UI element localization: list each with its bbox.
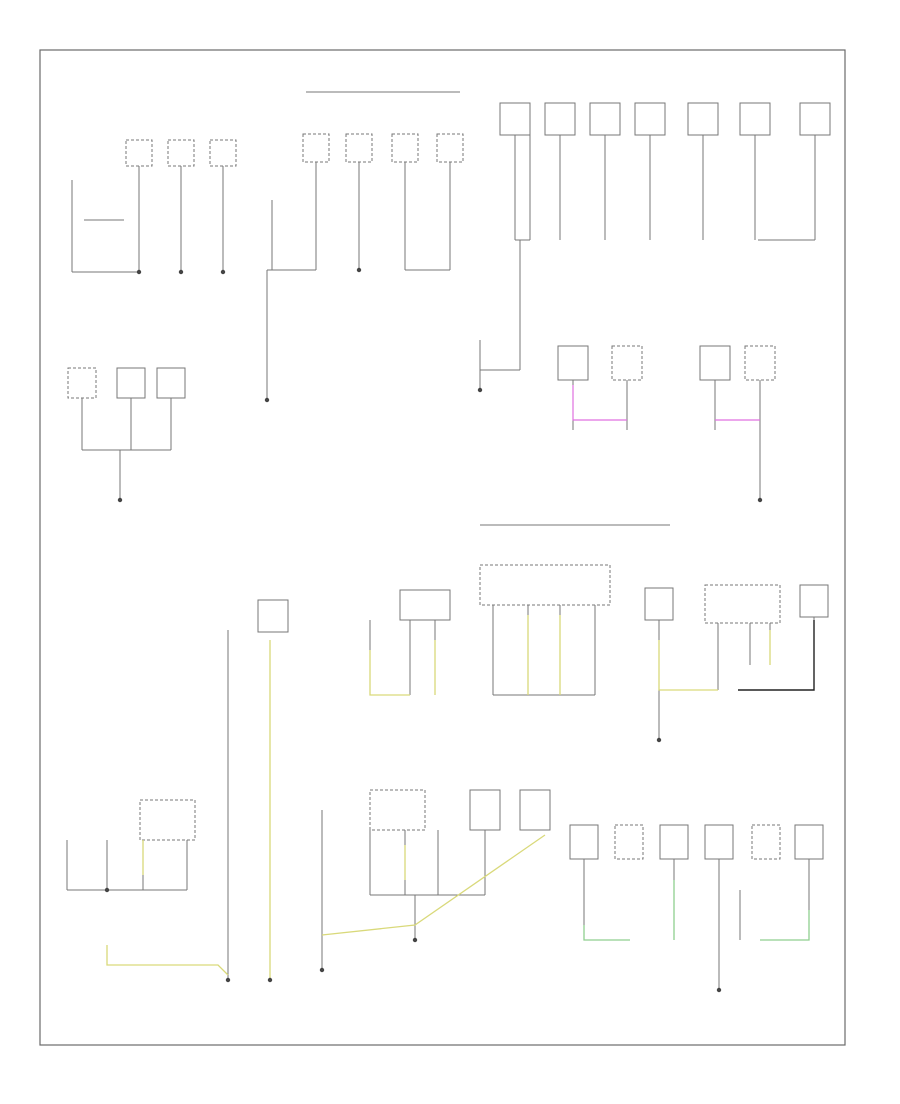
yellow-wire: [658, 640, 718, 691]
component-box: [659, 824, 689, 860]
green-wire-group: [583, 880, 810, 941]
component-box: [589, 102, 621, 136]
component-box: [399, 589, 451, 621]
ground-point: [477, 387, 483, 393]
connector-box: [479, 564, 611, 606]
component-box: [687, 102, 719, 136]
ground-point: [178, 269, 184, 275]
component-box: [799, 584, 829, 618]
yellow-wire-group-bottom-center: [321, 834, 546, 936]
dark-wire-group: [738, 620, 815, 691]
bottom-left-component-group: [66, 799, 196, 891]
component-box: [67, 367, 97, 399]
yellow-wire: [321, 834, 546, 936]
bottom-right-component-group: [569, 824, 824, 990]
component-box: [139, 799, 196, 841]
connector-box: [704, 584, 781, 624]
ground-symbols: [104, 267, 763, 993]
component-box: [557, 345, 589, 381]
component-box: [156, 367, 186, 399]
ground-point: [656, 737, 662, 743]
component-box: [519, 789, 551, 831]
ground-point: [117, 497, 123, 503]
ground-point: [319, 967, 325, 973]
pink-wire-group: [572, 385, 760, 421]
center-middle-component-group: [227, 524, 670, 980]
bottom-center-component-group: [321, 789, 551, 970]
ground-point: [757, 497, 763, 503]
component-box: [611, 345, 643, 381]
component-box: [634, 102, 666, 136]
ground-point: [104, 887, 110, 893]
ground-point: [264, 397, 270, 403]
component-box: [257, 599, 289, 633]
component-box: [469, 789, 501, 831]
component-box: [125, 139, 153, 167]
yellow-wire-group-right: [658, 630, 771, 691]
component-box: [569, 824, 599, 860]
ground-point: [716, 987, 722, 993]
dark-wire: [738, 620, 815, 691]
component-box: [739, 102, 771, 136]
ground-point: [412, 937, 418, 943]
green-wire: [583, 925, 630, 941]
component-box: [544, 102, 576, 136]
component-box: [794, 824, 824, 860]
component-box: [644, 587, 674, 621]
pink-wire: [572, 385, 627, 421]
component-box: [704, 824, 734, 860]
component-box: [167, 139, 195, 167]
yellow-wire: [106, 945, 229, 976]
component-box: [751, 824, 781, 860]
ground-point: [356, 267, 362, 273]
ground-point: [267, 977, 273, 983]
yellow-wire: [369, 650, 410, 696]
component-box: [209, 139, 237, 167]
green-wire: [760, 910, 810, 941]
component-box: [302, 133, 330, 163]
component-box: [699, 345, 731, 381]
right-middle-component-group: [557, 345, 776, 500]
component-box: [436, 133, 464, 163]
top-center-component-group: [266, 91, 464, 400]
top-right-component-group: [479, 102, 831, 390]
ground-point: [225, 977, 231, 983]
component-box: [369, 789, 426, 831]
yellow-wire-group-bottom-left: [106, 840, 229, 976]
ground-point: [220, 269, 226, 275]
component-box: [799, 102, 831, 136]
component-box: [499, 102, 531, 136]
ground-point: [136, 269, 142, 275]
right-center-component-group: [644, 584, 829, 740]
component-box: [345, 133, 373, 163]
left-middle-component-group: [67, 367, 186, 500]
component-box: [744, 345, 776, 381]
component-box: [116, 367, 146, 399]
diagram-border: [39, 49, 846, 1046]
component-box: [391, 133, 419, 163]
component-box: [614, 824, 644, 860]
top-left-component-group: [71, 139, 237, 273]
yellow-wire-group-center: [269, 615, 561, 980]
